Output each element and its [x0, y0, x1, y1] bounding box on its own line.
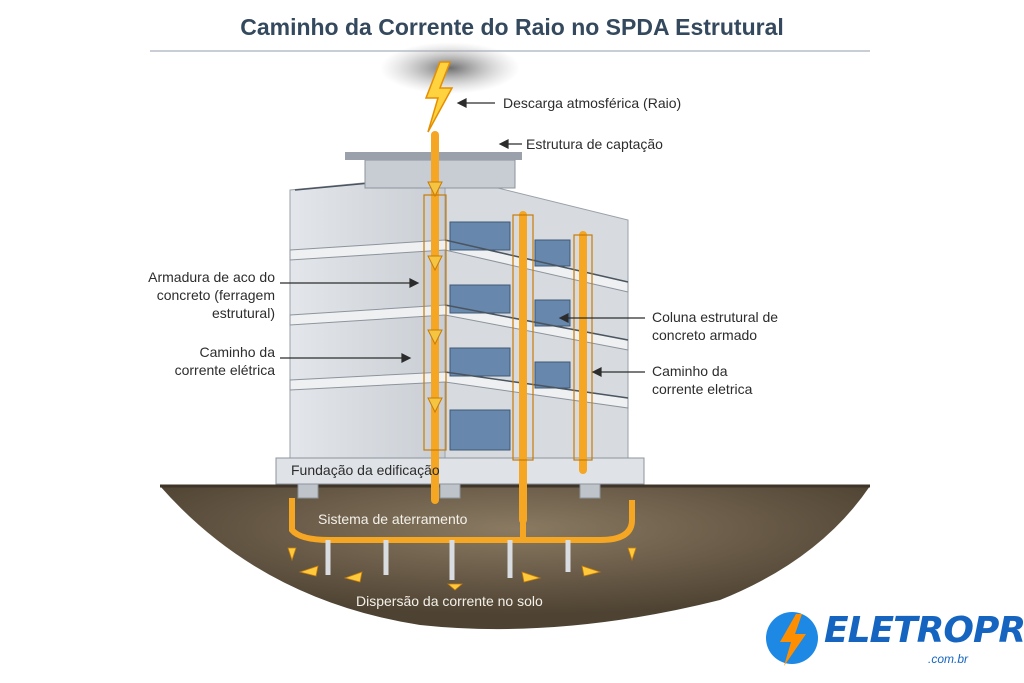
logo-wordmark: ELETROPROJ [824, 610, 1024, 651]
soil-mass [160, 486, 870, 630]
foundation-piers [297, 483, 601, 499]
diagram-title: Caminho da Corrente do Raio no SPDA Estr… [240, 14, 784, 40]
current-arrows [427, 181, 443, 414]
ground-rods [325, 540, 571, 580]
lightning-bolt-icon [424, 61, 454, 133]
storm-cloud [380, 42, 520, 94]
brand-logo: ELETROPROJ .com.br [760, 604, 1024, 674]
windows [449, 221, 571, 451]
label-grounding: Sistema de aterramento [318, 511, 468, 527]
label-rebar: Armadura de aco do concreto (ferragem es… [148, 269, 275, 321]
label-capture: Estrutura de captação [526, 136, 663, 152]
label-column: Coluna estrutural de concreto armado [652, 309, 779, 343]
label-current-left: Caminho da corrente elétrica [174, 344, 275, 378]
dispersion-arrows [287, 547, 637, 591]
logo-bolt-icon [766, 612, 818, 666]
leader-lines [280, 98, 645, 377]
building-front [289, 174, 446, 483]
title-underline [150, 50, 870, 52]
grounding-ring [289, 498, 635, 543]
label-current-right: Caminho da corrente eletrica [652, 363, 753, 397]
logo-domain: .com.br [928, 652, 969, 666]
label-foundation: Fundação da edificação [291, 462, 440, 478]
label-discharge: Descarga atmosférica (Raio) [503, 95, 682, 111]
label-dispersion: Dispersão da corrente no solo [356, 593, 543, 609]
